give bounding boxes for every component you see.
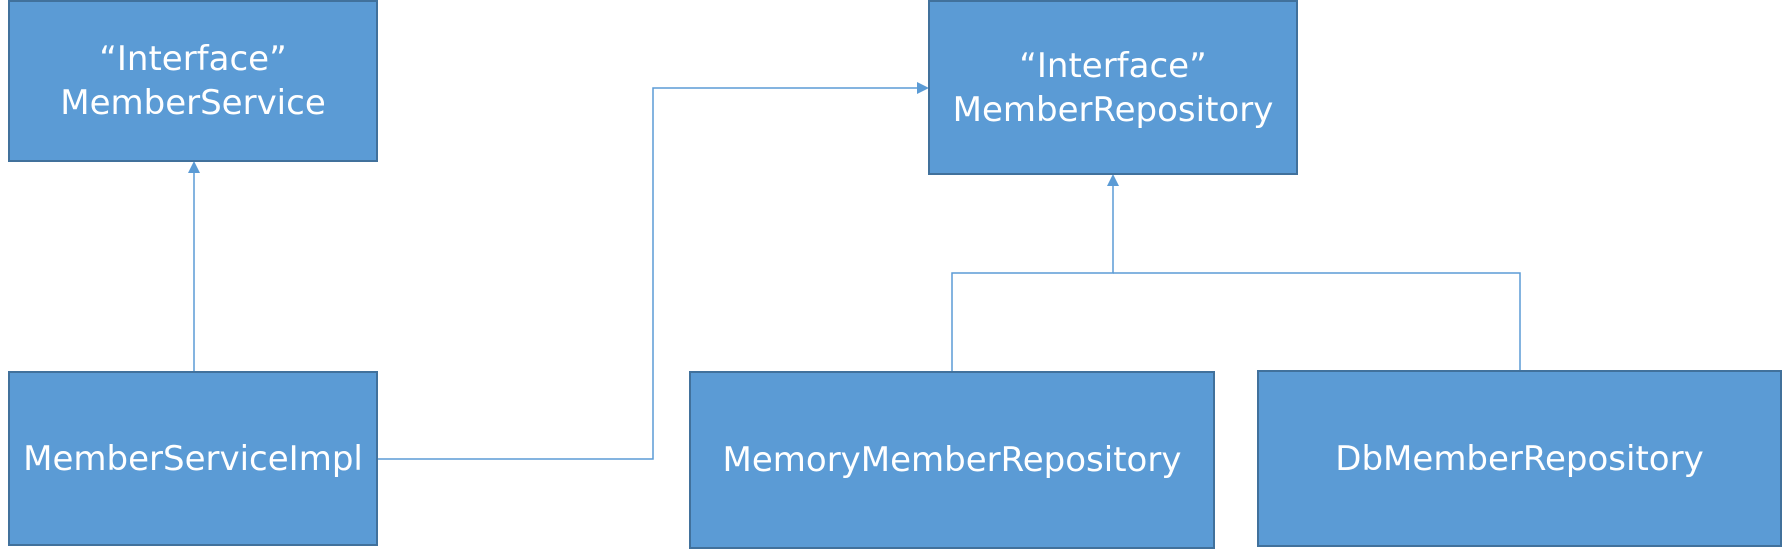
memberserviceimpl-box[interactable]: MemberServiceImpl [8,371,378,546]
edge-memory-to-memberrepository [951,185,1114,371]
memberservice-name: MemberService [60,83,326,123]
memberrepository-name: MemberRepository [952,89,1274,130]
memberservice-stereotype: “Interface” [99,39,287,79]
edge-impl-to-memberrepository [378,87,918,460]
dbmemberrepository-box[interactable]: DbMemberRepository [1257,370,1782,547]
memorymemberrepository-name: MemoryMemberRepository [722,440,1182,480]
arrowhead-memberrepository-bottom [1107,174,1119,186]
arrowhead-memberrepository-side [917,82,929,94]
memberrepository-interface-box[interactable]: “Interface” MemberRepository [928,0,1298,175]
arrowhead-memberservice [188,161,200,173]
memorymemberrepository-box[interactable]: MemoryMemberRepository [689,371,1215,549]
edge-db-to-memberrepository [1113,272,1521,370]
dbmemberrepository-name: DbMemberRepository [1335,438,1704,479]
memberrepository-stereotype: “Interface” [1019,45,1207,86]
memberservice-interface-box[interactable]: “Interface” MemberService [8,0,378,162]
memberserviceimpl-name: MemberServiceImpl [23,438,363,479]
